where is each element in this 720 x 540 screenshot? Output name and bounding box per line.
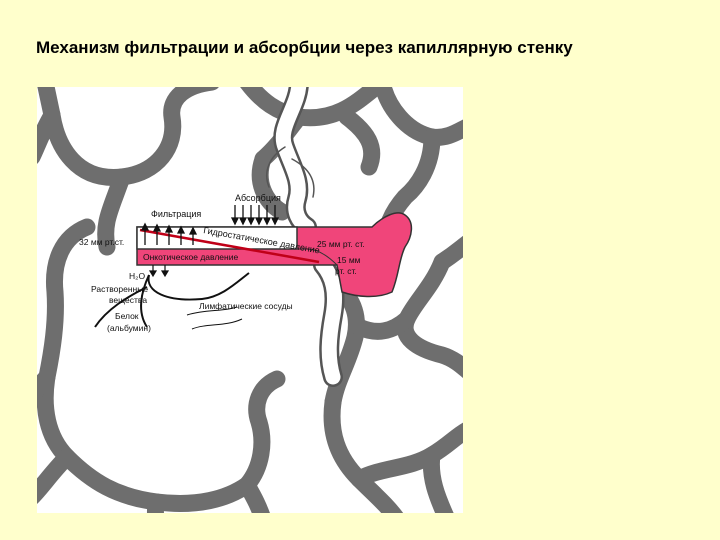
tissue-strand — [350, 310, 416, 340]
label-lymphatic-vessels: Лимфатические сосуды — [199, 301, 293, 311]
outflow-arrows — [148, 265, 170, 278]
label-left-pressure: 32 мм рт.ст. — [79, 237, 124, 247]
capillary-inner-wall — [137, 248, 338, 266]
slide-title: Механизм фильтрации и абсорбции через ка… — [36, 38, 573, 57]
label-filtration: Фильтрация — [151, 209, 201, 219]
substance-flow-curves — [94, 272, 250, 328]
diagram-panel — [37, 87, 463, 513]
tissue-strand — [97, 168, 131, 256]
tissue-strand — [37, 87, 219, 186]
label-solutes-line1: Растворенные — [91, 284, 148, 294]
tissue-strand — [338, 108, 381, 176]
hydrostatic-pressure-line — [139, 228, 320, 264]
tissue-strand — [37, 218, 256, 512]
tissue-strand — [37, 368, 56, 408]
absorption-arrows — [230, 205, 280, 226]
tissue-strand — [251, 150, 291, 221]
tissue-strand — [147, 493, 166, 513]
filtration-arrows — [140, 222, 198, 245]
tissue-strand — [238, 476, 270, 513]
label-oncotic-pressure: Онкотическое давление — [143, 252, 238, 262]
label-protein-line1: Белок — [115, 311, 139, 321]
capillary-lumen — [136, 226, 298, 250]
label-absorption: Абсорбция — [235, 193, 281, 203]
tissue-strand — [422, 446, 454, 513]
label-water: H₂O — [129, 271, 145, 281]
lymph-pointer-lines — [186, 306, 243, 330]
label-right-pressure-15-line2: рт. ст. — [335, 266, 357, 276]
label-solutes-line2: вещества — [109, 295, 147, 305]
tissue-strand — [37, 106, 61, 164]
lymphatic-vessel — [265, 87, 345, 387]
label-protein-line2: (альбумин) — [107, 323, 151, 333]
tissue-strand — [238, 370, 286, 494]
tissue-strand — [396, 253, 463, 379]
tissue-strand — [37, 448, 76, 504]
label-right-pressure-25: 25 мм рт. ст. — [317, 239, 365, 249]
label-right-pressure-15-line1: 15 мм — [337, 255, 361, 265]
capillary-diagram: Абсорбция Фильтрация 32 мм рт.ст. Гидрос… — [37, 87, 463, 513]
capillary — [136, 212, 413, 298]
